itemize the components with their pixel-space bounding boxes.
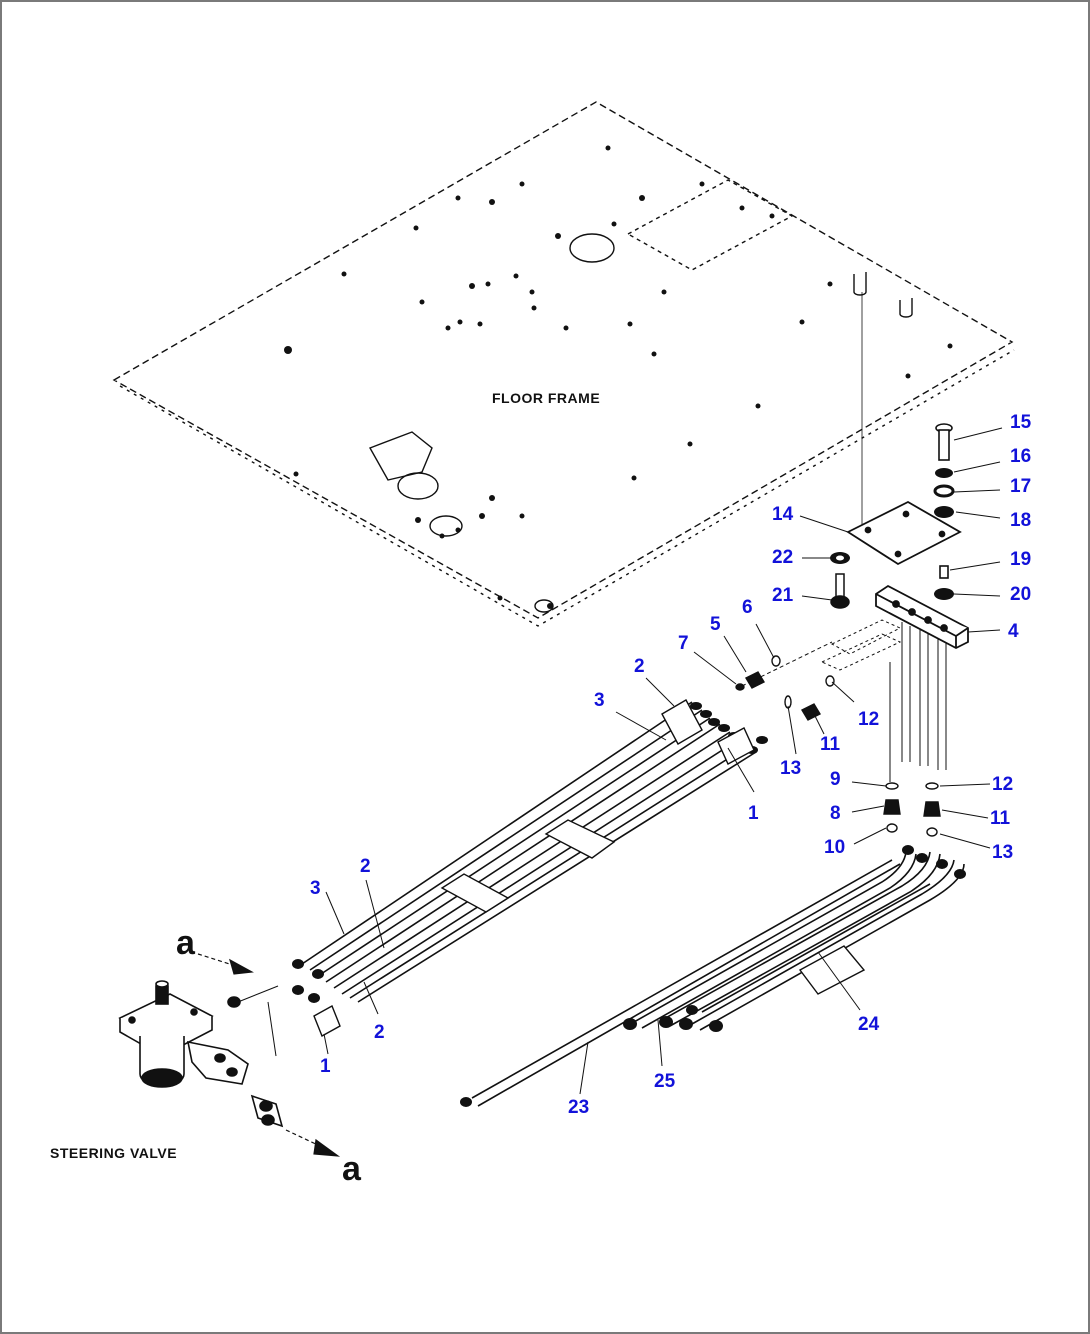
mount-18: [934, 506, 954, 518]
part-label-7: 7: [678, 633, 689, 654]
hose-ends-upper: [292, 702, 768, 1003]
arrow-a-top: [197, 953, 254, 975]
part-label-11-a: 11: [820, 734, 841, 755]
floor-frame-bosses: [368, 233, 913, 613]
part-label-15: 15: [1010, 412, 1032, 433]
part-label-1-top: 1: [748, 803, 759, 824]
part-label-16: 16: [1010, 446, 1032, 467]
part-label-21: 21: [772, 585, 794, 606]
part-label-13-b: 13: [992, 842, 1014, 863]
floor-frame-caption: FLOOR FRAME: [492, 390, 601, 406]
plate-14: [846, 500, 962, 566]
part-label-20: 20: [1010, 584, 1032, 605]
arrow-a-bottom-label: a: [342, 1150, 361, 1188]
part-label-3-top: 3: [594, 690, 605, 711]
part-label-10: 10: [824, 837, 846, 858]
part-label-4: 4: [1008, 621, 1019, 642]
part-label-22: 22: [772, 547, 794, 568]
part-label-18: 18: [1010, 510, 1032, 531]
part-label-17: 17: [1010, 476, 1032, 497]
part-label-8: 8: [830, 803, 841, 824]
part-label-2-mid: 2: [360, 856, 371, 877]
floor-frame-holes: [284, 145, 953, 609]
collar-19: [939, 565, 949, 579]
part-label-25: 25: [654, 1071, 676, 1092]
hose-bundle-upper: [301, 701, 757, 1003]
part-label-24: 24: [858, 1014, 880, 1035]
fittings-upper: [735, 641, 835, 721]
arrow-a-top-label: a: [176, 924, 195, 962]
part-label-3-left: 3: [310, 878, 321, 899]
part-label-5: 5: [710, 614, 721, 635]
bolt-21: [830, 573, 850, 609]
part-label-9: 9: [830, 769, 841, 790]
hose-ends-lower: [460, 845, 966, 1107]
part-label-2-top: 2: [634, 656, 645, 677]
part-label-23: 23: [568, 1097, 590, 1118]
washer-22: [830, 552, 850, 564]
part-label-1-low: 1: [320, 1056, 331, 1077]
steering-valve: [118, 980, 284, 1128]
part-label-14: 14: [772, 504, 794, 525]
mount-20: [934, 588, 954, 600]
bolt-15: [935, 423, 953, 461]
washer-16: [935, 468, 953, 478]
part-label-2-low: 2: [374, 1022, 385, 1043]
part-label-6: 6: [742, 597, 753, 618]
washer-17: [933, 484, 955, 498]
floor-frame-plate: [112, 101, 1015, 627]
block-4: [875, 584, 969, 650]
part-label-19: 19: [1010, 549, 1032, 570]
block-4-tubes: [820, 619, 947, 782]
hose-bundle-lower: [471, 851, 965, 1107]
clamp-24: [798, 945, 866, 995]
hose-clamps: [313, 699, 755, 1037]
part-label-13-a: 13: [780, 758, 802, 779]
leader-lines: [323, 427, 1003, 1095]
fittings-lower: [883, 782, 941, 837]
steering-valve-caption: STEERING VALVE: [50, 1145, 178, 1161]
part-label-12-b: 12: [992, 774, 1014, 795]
part-label-12-a: 12: [858, 709, 880, 730]
part-label-11-b: 11: [990, 808, 1011, 829]
arrow-a-bottom: [285, 1129, 341, 1157]
